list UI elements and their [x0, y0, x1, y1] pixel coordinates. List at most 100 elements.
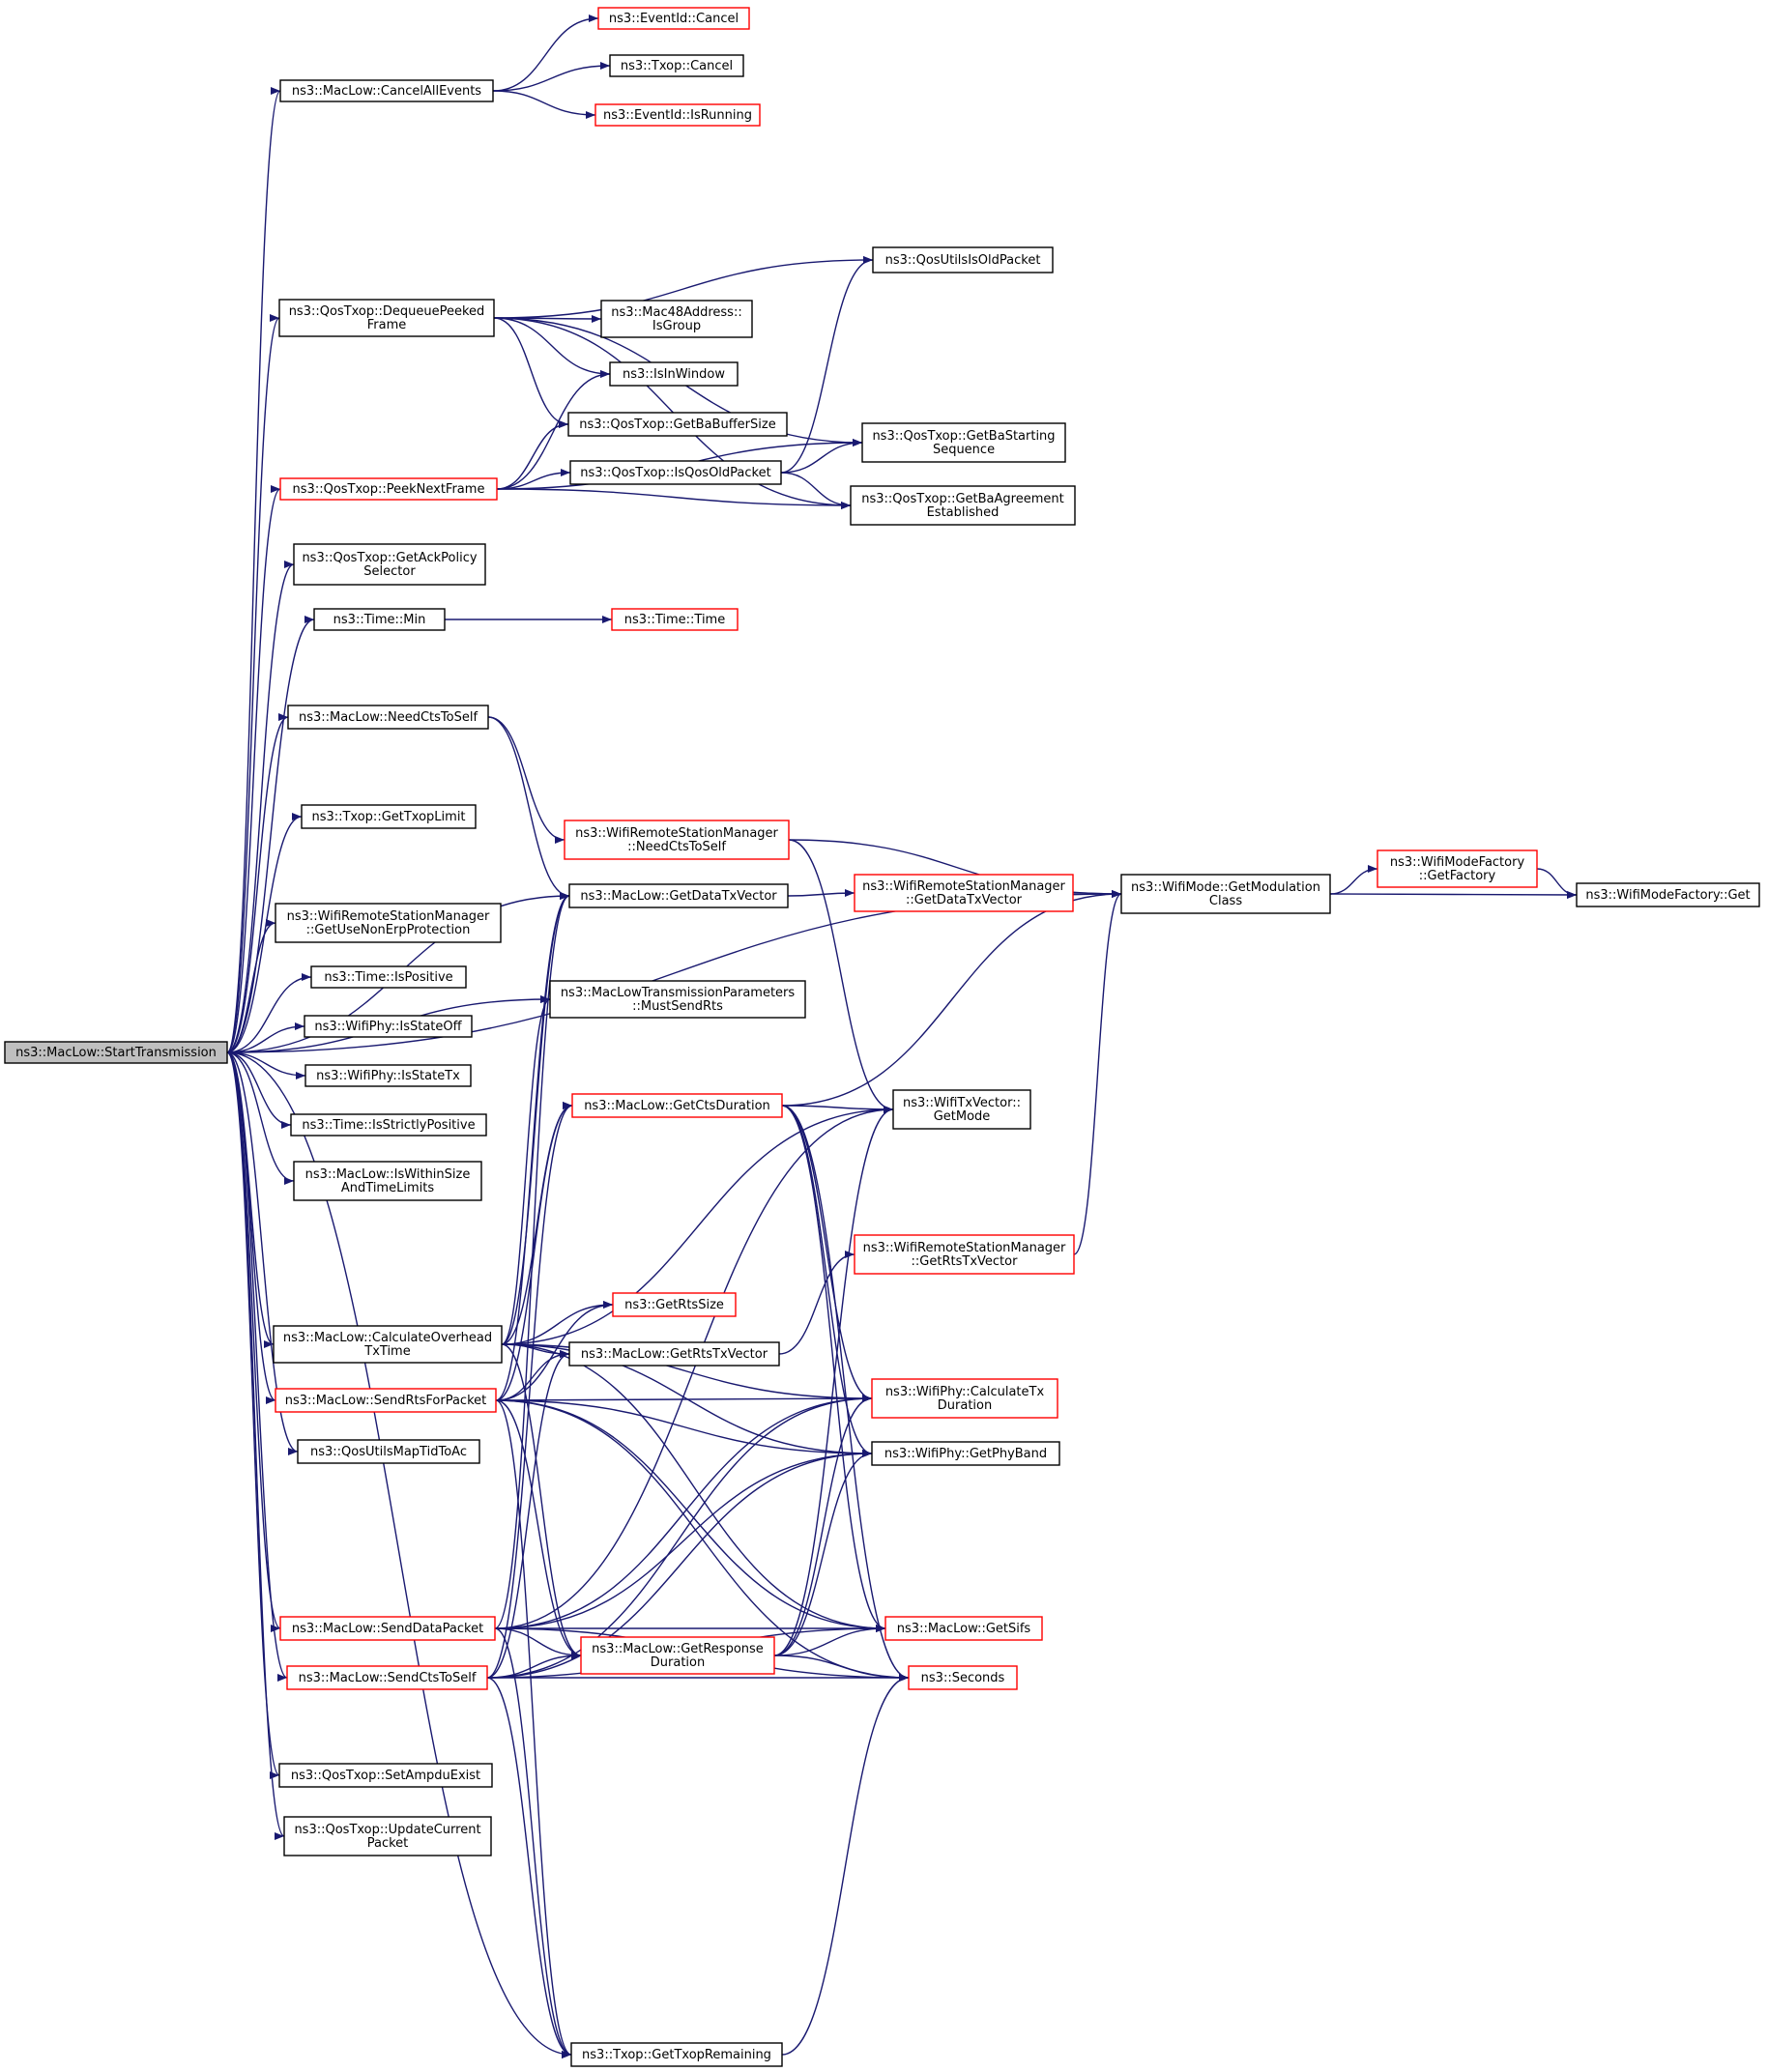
node-factoryget[interactable]: ns3::WifiModeFactory::Get [1576, 882, 1760, 907]
node-box[interactable] [854, 1234, 1075, 1275]
node-box[interactable] [549, 980, 806, 1019]
node-box[interactable] [871, 1441, 1060, 1466]
node-txopremain[interactable]: ns3::Txop::GetTxopRemaining [570, 2042, 783, 2067]
node-box[interactable] [854, 874, 1074, 912]
node-sendcts[interactable]: ns3::MacLow::SendCtsToSelf [286, 1665, 488, 1690]
node-isrunning[interactable]: ns3::EventId::IsRunning [594, 103, 761, 127]
node-babuffer[interactable]: ns3::QosTxop::GetBaBufferSize [567, 412, 788, 437]
node-box[interactable] [861, 422, 1066, 463]
node-isinwindow[interactable]: ns3::IsInWindow [609, 361, 739, 387]
node-box[interactable] [278, 299, 495, 337]
node-box[interactable] [568, 1341, 780, 1367]
node-box[interactable] [293, 543, 486, 586]
node-setampdu[interactable]: ns3::QosTxop::SetAmpduExist [278, 1763, 493, 1788]
node-box[interactable] [892, 1089, 1031, 1130]
node-getphyband[interactable]: ns3::WifiPhy::GetPhyBand [871, 1441, 1060, 1466]
node-box[interactable] [564, 820, 790, 860]
node-box[interactable] [600, 300, 753, 338]
node-box[interactable] [569, 460, 782, 485]
node-getdatatxv[interactable]: ns3::MacLow::GetDataTxVector [568, 883, 789, 908]
node-seconds[interactable]: ns3::Seconds [908, 1665, 1018, 1690]
node-getsifs[interactable]: ns3::MacLow::GetSifs [884, 1616, 1043, 1641]
node-getrtssize[interactable]: ns3::GetRtsSize [612, 1292, 737, 1317]
node-timetime[interactable]: ns3::Time::Time [611, 608, 739, 631]
node-box[interactable] [570, 2042, 783, 2067]
node-box[interactable] [872, 246, 1054, 273]
node-nonerp[interactable]: ns3::WifiRemoteStationManager::GetUseNon… [275, 903, 502, 943]
node-box[interactable] [568, 883, 789, 908]
node-box[interactable] [287, 705, 489, 730]
node-box[interactable] [611, 608, 739, 631]
node-box[interactable] [612, 1292, 737, 1317]
node-box[interactable] [310, 965, 467, 989]
node-wrsmdatatxv[interactable]: ns3::WifiRemoteStationManager::GetDataTx… [854, 874, 1074, 912]
node-box[interactable] [275, 1388, 497, 1413]
node-box[interactable] [279, 477, 498, 501]
node-box[interactable] [871, 1378, 1058, 1419]
node-start[interactable]: ns3::MacLow::StartTransmission [4, 1041, 228, 1064]
node-isstatetx[interactable]: ns3::WifiPhy::IsStateTx [304, 1064, 472, 1087]
node-box[interactable] [850, 485, 1076, 526]
node-box[interactable] [304, 1064, 472, 1087]
node-box[interactable] [4, 1041, 228, 1064]
node-box[interactable] [594, 103, 761, 127]
node-box[interactable] [275, 903, 502, 943]
node-box[interactable] [1377, 849, 1538, 888]
node-mustsendrts[interactable]: ns3::MacLowTransmissionParameters::MustS… [549, 980, 806, 1019]
node-box[interactable] [279, 79, 494, 102]
node-eventcancel[interactable]: ns3::EventId::Cancel [597, 7, 750, 30]
node-maptidtoac[interactable]: ns3::QosUtilsMapTidToAc [297, 1439, 480, 1464]
node-wrsmrtstxv[interactable]: ns3::WifiRemoteStationManager::GetRtsTxV… [854, 1234, 1075, 1275]
node-box[interactable] [293, 1161, 482, 1201]
node-timemin[interactable]: ns3::Time::Min [313, 608, 446, 631]
node-ctsduration[interactable]: ns3::MacLow::GetCtsDuration [571, 1093, 783, 1118]
node-txopcancel[interactable]: ns3::Txop::Cancel [609, 54, 744, 77]
node-peeknext[interactable]: ns3::QosTxop::PeekNextFrame [279, 477, 498, 501]
node-getrtstxv[interactable]: ns3::MacLow::GetRtsTxVector [568, 1341, 780, 1367]
node-box[interactable] [609, 361, 739, 387]
node-box[interactable] [278, 1763, 493, 1788]
node-box[interactable] [1120, 874, 1331, 914]
node-ispositive[interactable]: ns3::Time::IsPositive [310, 965, 467, 989]
node-getmode[interactable]: ns3::WifiTxVector::GetMode [892, 1089, 1031, 1130]
node-box[interactable] [571, 1093, 783, 1118]
node-isqosold[interactable]: ns3::QosTxop::IsQosOldPacket [569, 460, 782, 485]
node-box[interactable] [273, 1325, 503, 1364]
node-qosutilsold[interactable]: ns3::QosUtilsIsOldPacket [872, 246, 1054, 273]
node-box[interactable] [1576, 882, 1760, 907]
node-box[interactable] [286, 1665, 488, 1690]
node-box[interactable] [597, 7, 750, 30]
node-wrsmneedcts[interactable]: ns3::WifiRemoteStationManager::NeedCtsTo… [564, 820, 790, 860]
node-box[interactable] [609, 54, 744, 77]
node-box[interactable] [313, 608, 446, 631]
node-strictlypos[interactable]: ns3::Time::IsStrictlyPositive [290, 1113, 487, 1137]
node-box[interactable] [567, 412, 788, 437]
node-box[interactable] [297, 1439, 480, 1464]
node-isgroup[interactable]: ns3::Mac48Address::IsGroup [600, 300, 753, 338]
node-needcts[interactable]: ns3::MacLow::NeedCtsToSelf [287, 705, 489, 730]
node-getfactory[interactable]: ns3::WifiModeFactory::GetFactory [1377, 849, 1538, 888]
node-senddata[interactable]: ns3::MacLow::SendDataPacket [279, 1616, 496, 1641]
node-box[interactable] [884, 1616, 1043, 1641]
node-box[interactable] [908, 1665, 1018, 1690]
node-box[interactable] [580, 1636, 775, 1675]
node-box[interactable] [283, 1816, 492, 1856]
node-box[interactable] [301, 804, 477, 829]
node-cancelall[interactable]: ns3::MacLow::CancelAllEvents [279, 79, 494, 102]
node-sendrts[interactable]: ns3::MacLow::SendRtsForPacket [275, 1388, 497, 1413]
node-box[interactable] [279, 1616, 496, 1641]
node-txoplimit[interactable]: ns3::Txop::GetTxopLimit [301, 804, 477, 829]
node-box[interactable] [304, 1015, 473, 1038]
node-box[interactable] [290, 1113, 487, 1137]
node-isstateoff[interactable]: ns3::WifiPhy::IsStateOff [304, 1015, 473, 1038]
